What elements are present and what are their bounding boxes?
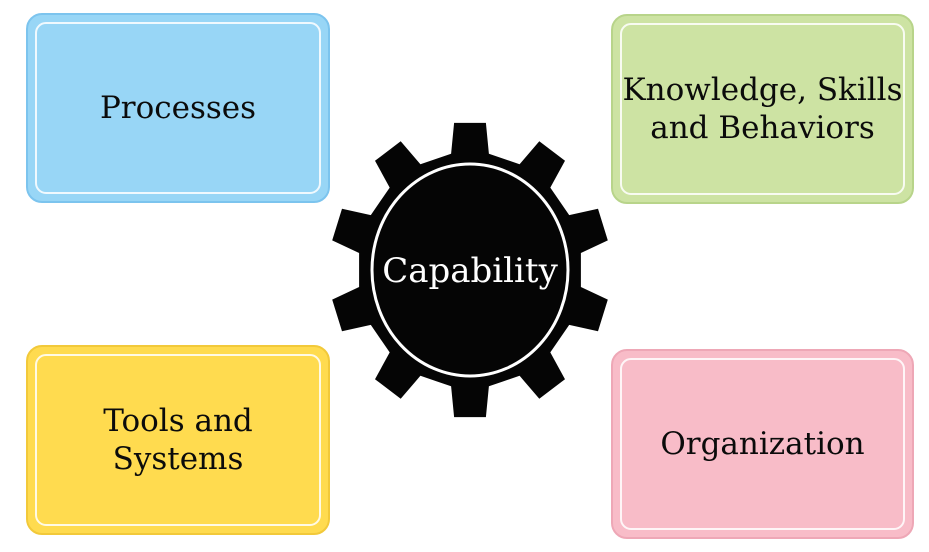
organization-label: Organization <box>660 426 865 462</box>
knowledge-skills-behaviors-box: Knowledge, Skills and Behaviors <box>611 14 914 204</box>
tools-systems-label: Tools and Systems <box>103 403 253 477</box>
processes-box: Processes <box>26 13 330 203</box>
tools-systems-box: Tools and Systems <box>26 345 330 535</box>
capability-label: Capability <box>382 251 558 291</box>
capability-gear: Capability <box>332 122 608 418</box>
gear-inner-ring <box>370 162 570 378</box>
organization-box: Organization <box>611 349 914 539</box>
processes-label: Processes <box>99 90 257 126</box>
knowledge-skills-behaviors-label: Knowledge, Skills and Behaviors <box>622 72 903 146</box>
